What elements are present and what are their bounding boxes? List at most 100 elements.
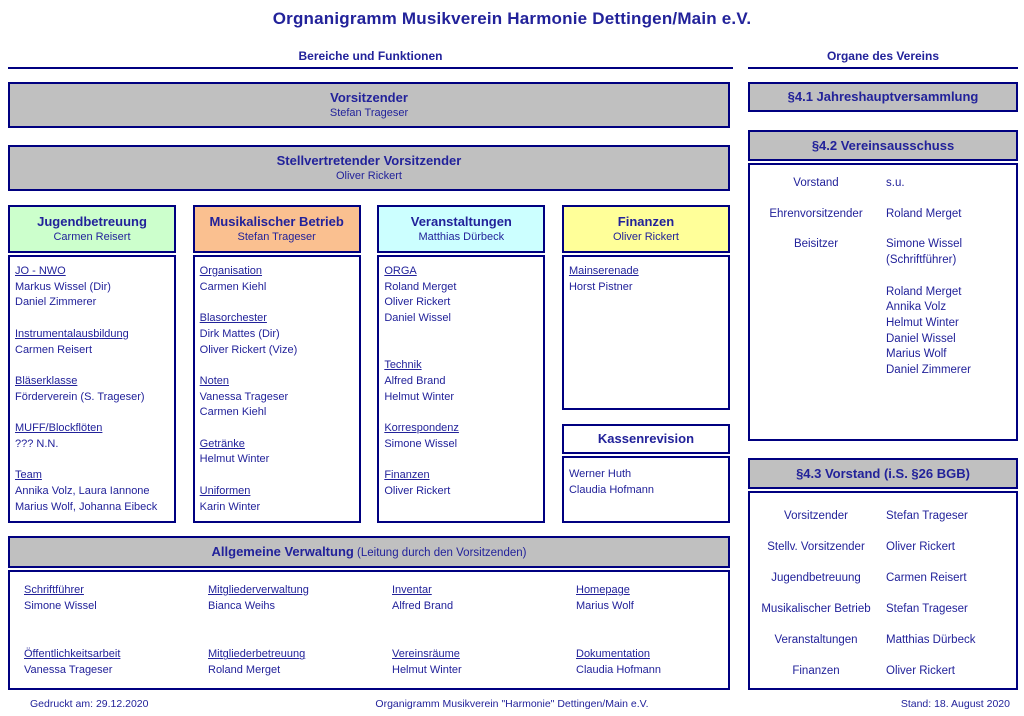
name-line: ??? N.N. bbox=[15, 437, 59, 450]
role-line: Technik bbox=[384, 359, 422, 372]
ausschuss-label: Ehrenvorsitzender bbox=[769, 207, 863, 220]
name-line: Annika Volz, Laura Iannone bbox=[15, 484, 150, 497]
page-title: Orgnanigramm Musikverein Harmonie Dettin… bbox=[272, 9, 752, 28]
name-line bbox=[384, 327, 538, 343]
vorstand-value: Oliver Rickert bbox=[886, 664, 956, 677]
role-line: Uniformen bbox=[199, 484, 251, 497]
vorsitzender-title: Vorsitzender bbox=[330, 90, 408, 105]
vorstand-label: Musikalischer Betrieb bbox=[761, 602, 871, 615]
role-line: MUFF/Blockflöten bbox=[15, 422, 103, 435]
name-line: Carmen Reisert bbox=[15, 343, 93, 356]
role-line: Korrespondenz bbox=[384, 422, 459, 435]
stellvertreter-title: Stellvertretender Vorsitzender bbox=[276, 153, 462, 168]
ausschuss-values: Roland Merget bbox=[882, 207, 961, 223]
column-lead-name: Oliver Rickert bbox=[612, 231, 679, 243]
ausschuss-value-line: s.u. bbox=[886, 177, 905, 189]
vorstand-label: Jugendbetreuung bbox=[771, 571, 861, 584]
verwaltung-name: Marius Wolf bbox=[576, 599, 634, 612]
verwaltung-name: Roland Merget bbox=[208, 664, 281, 677]
name-line: Markus Wissel (Dir) bbox=[15, 280, 111, 293]
name-line: Oliver Rickert bbox=[384, 296, 451, 309]
verwaltung-role: Inventar bbox=[392, 584, 432, 596]
ausschuss-value-line: Helmut Winter bbox=[886, 316, 959, 329]
verwaltung-role: Mitgliederverwaltung bbox=[208, 584, 309, 596]
verwaltung-name: Simone Wissel bbox=[24, 599, 97, 612]
ausschuss-value-line: Roland Merget bbox=[886, 285, 962, 298]
name-line bbox=[384, 343, 538, 359]
name-line bbox=[200, 468, 354, 484]
kassenrevision-header: Kassenrevision bbox=[561, 424, 730, 454]
verwaltung-role: Öffentlichkeitsarbeit bbox=[24, 648, 121, 661]
verwaltung-role: Vereinsräume bbox=[392, 648, 460, 661]
name-line bbox=[200, 295, 354, 311]
section-header-bereiche: Bereiche und Funktionen bbox=[8, 49, 733, 69]
column-title: Jugendbetreuung bbox=[37, 214, 147, 229]
name-line: Helmut Winter bbox=[384, 390, 454, 403]
role-line: Mainserenade bbox=[568, 265, 639, 277]
role-line: Noten bbox=[199, 374, 230, 387]
box-vorsitzender: Vorsitzender Stefan Trageser bbox=[8, 82, 730, 128]
name-line bbox=[15, 405, 169, 421]
ausschuss-row-ehrenvorsitzender: Ehrenvorsitzender Roland Merget bbox=[750, 207, 1016, 223]
name-line: Oliver Rickert (Vize) bbox=[199, 343, 298, 356]
column-title: Veranstaltungen bbox=[410, 214, 512, 229]
name-line: Carmen Kiehl bbox=[199, 280, 267, 293]
vereinsausschuss-header: §4.2 Vereinsausschuss bbox=[748, 130, 1018, 161]
role-line: Getränke bbox=[199, 437, 245, 450]
ausschuss-value-line bbox=[886, 269, 971, 285]
footer-document-name: Organigramm Musikverein "Harmonie" Detti… bbox=[375, 698, 649, 710]
name-line: Vanessa Trageser bbox=[199, 390, 289, 403]
verwaltung-name: Claudia Hofmann bbox=[576, 664, 661, 677]
vorstand-label: Veranstaltungen bbox=[774, 633, 858, 646]
name-line bbox=[384, 405, 538, 421]
name-line bbox=[15, 311, 169, 327]
role-line: Finanzen bbox=[384, 469, 430, 482]
verwaltung-name: Alfred Brand bbox=[392, 599, 454, 612]
name-line: Alfred Brand bbox=[384, 374, 446, 387]
verwaltung-name: Bianca Weihs bbox=[208, 599, 276, 612]
name-line bbox=[15, 358, 169, 374]
role-line: ORGA bbox=[384, 265, 417, 277]
name-line bbox=[200, 358, 354, 374]
ausschuss-value-line: Roland Merget bbox=[886, 207, 962, 220]
box-jahreshauptversammlung: §4.1 Jahreshauptversammlung bbox=[748, 82, 1018, 112]
section-header-organe: Organe des Vereins bbox=[748, 49, 1018, 69]
vorstand-value: Stefan Trageser bbox=[886, 509, 968, 522]
ausschuss-value-line: Daniel Zimmerer bbox=[886, 364, 971, 377]
name-line: Claudia Hofmann bbox=[568, 483, 654, 496]
name-line: Daniel Zimmerer bbox=[15, 296, 97, 309]
column-title: Finanzen bbox=[617, 214, 675, 229]
role-line: Bläserklasse bbox=[15, 374, 78, 387]
verwaltung-role: Dokumentation bbox=[576, 648, 650, 661]
role-line: Organisation bbox=[199, 265, 263, 277]
verwaltung-role: Mitgliederbetreuung bbox=[208, 648, 306, 661]
role-line: JO - NWO bbox=[15, 265, 66, 277]
name-line: Förderverein (S. Trageser) bbox=[15, 390, 145, 403]
stellvertreter-name: Oliver Rickert bbox=[335, 170, 402, 182]
vorstand-label: Finanzen bbox=[792, 664, 840, 677]
